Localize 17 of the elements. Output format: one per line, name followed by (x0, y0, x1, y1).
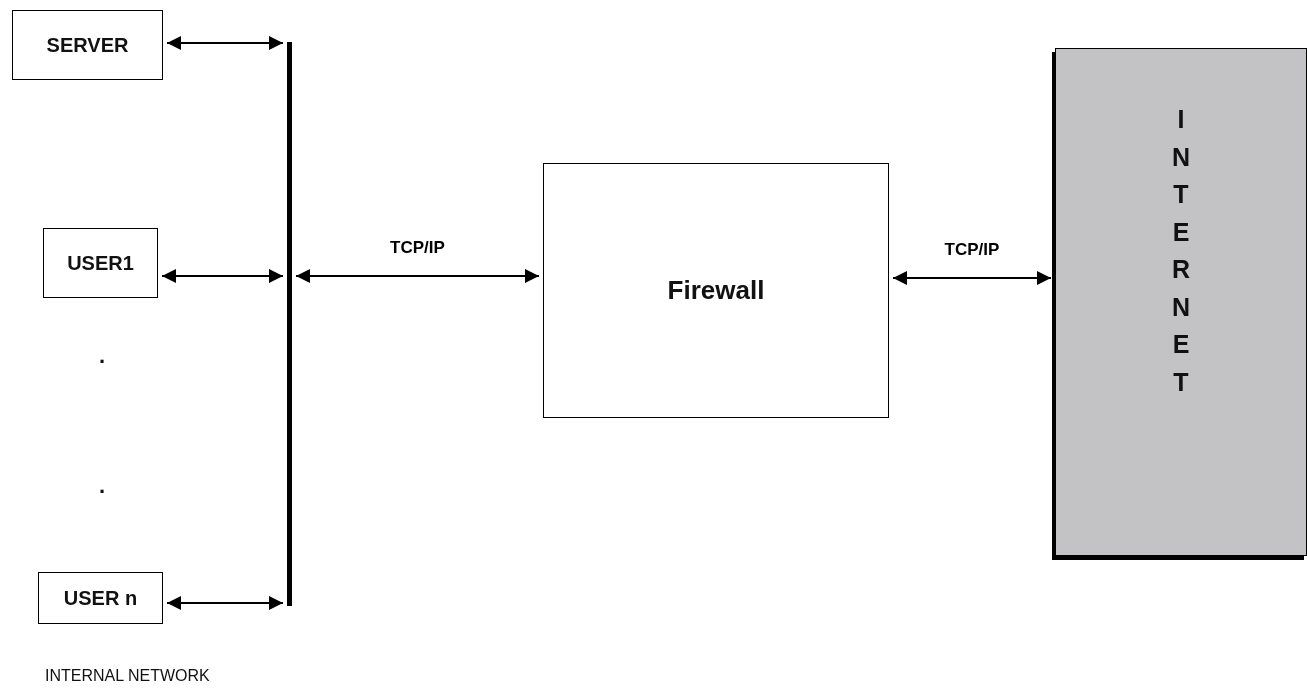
box-label: USER1 (67, 251, 134, 275)
box-label: SERVER (46, 33, 129, 57)
box-label: Firewall (667, 275, 765, 306)
ellipsis-dot: . (99, 343, 106, 369)
process-box (38, 572, 163, 624)
caption-label: INTERNAL NETWORK (45, 667, 210, 685)
double-arrow (161, 269, 284, 283)
ellipsis-dot: . (99, 473, 106, 499)
double-arrow (166, 36, 284, 50)
process-box (12, 10, 163, 80)
double-arrow (166, 596, 284, 610)
double-arrow (295, 269, 540, 283)
double-arrow (892, 271, 1052, 285)
box-label: USER n (63, 586, 138, 610)
process-box (543, 163, 889, 418)
vertical-label: INTERNET (1171, 104, 1191, 398)
process-box (43, 228, 158, 298)
